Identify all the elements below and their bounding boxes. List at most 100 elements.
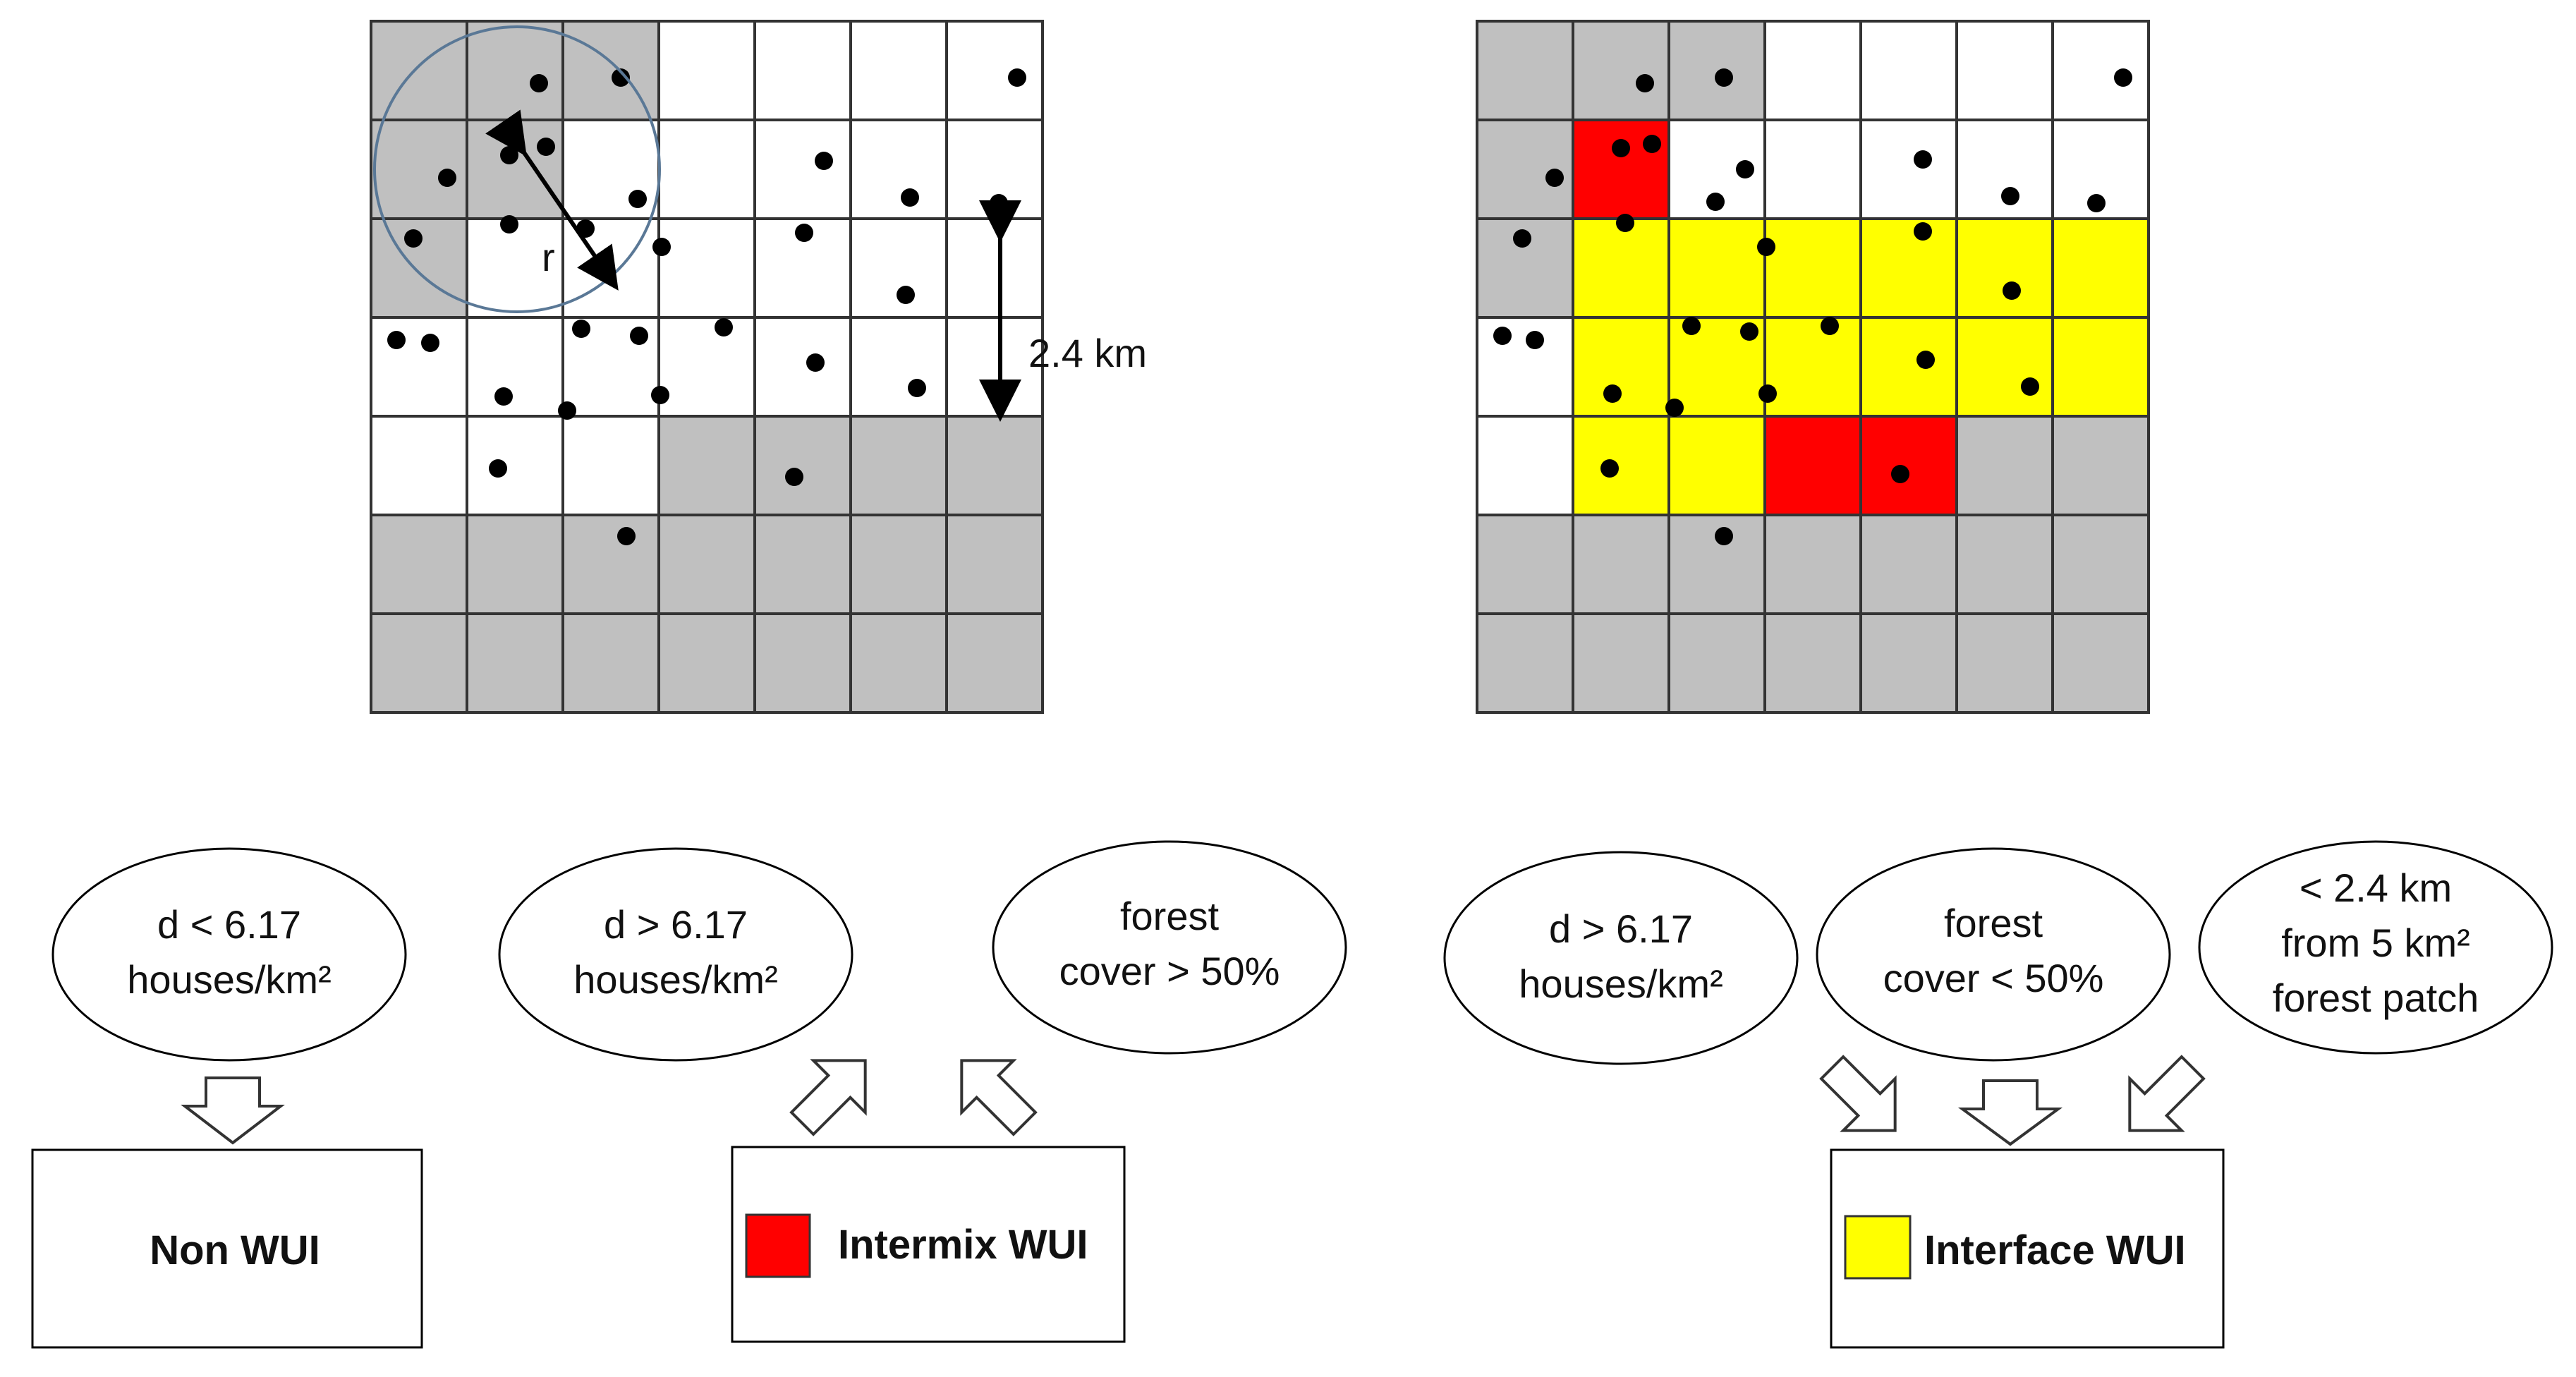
svg-text:cover < 50%: cover < 50% xyxy=(1883,956,2104,1000)
house-dot xyxy=(537,138,555,156)
grid-cell xyxy=(1476,316,1574,418)
house-dot xyxy=(572,320,590,338)
house-dot xyxy=(815,152,833,170)
house-dot xyxy=(2001,187,2019,205)
svg-text:houses/km²: houses/km² xyxy=(573,957,777,1002)
grid-cell xyxy=(1572,316,1670,418)
house-dot xyxy=(1616,214,1634,232)
svg-text:< 2.4 km: < 2.4 km xyxy=(2299,866,2452,910)
grid-cell xyxy=(2051,217,2150,319)
intermix-swatch xyxy=(745,1213,811,1278)
grid-cell xyxy=(1859,514,1958,615)
arrow-density-to-intermix xyxy=(789,1059,867,1136)
house-dot xyxy=(908,379,926,397)
house-dot xyxy=(990,194,1008,212)
grid-cell xyxy=(1572,514,1670,615)
grid-cell xyxy=(1763,316,1862,418)
house-dot xyxy=(1916,351,1935,369)
grid-cell xyxy=(2051,514,2150,615)
house-dot xyxy=(1643,135,1661,153)
house-dot xyxy=(1008,68,1026,87)
grid-cell xyxy=(945,514,1044,615)
house-dot xyxy=(785,468,803,486)
grid-cell xyxy=(945,217,1044,319)
grid-cell xyxy=(1667,514,1766,615)
svg-text:forest: forest xyxy=(1120,894,1219,938)
grid-cell xyxy=(1572,20,1670,121)
house-dot xyxy=(558,401,576,420)
result-box-non-wui: Non WUI xyxy=(31,1148,423,1349)
house-dot xyxy=(1757,238,1775,256)
house-dot xyxy=(2021,377,2039,396)
grid-cell xyxy=(849,316,948,418)
grid-cell xyxy=(1476,119,1574,220)
grid-cell xyxy=(1667,217,1766,319)
grid-cell xyxy=(657,20,756,121)
grid-cell xyxy=(1667,415,1766,516)
svg-text:d > 6.17: d > 6.17 xyxy=(604,902,748,947)
grid-cell xyxy=(1763,20,1862,121)
house-dot xyxy=(612,68,630,87)
house-dot xyxy=(494,387,513,406)
grid-cell xyxy=(2051,415,2150,516)
house-dot xyxy=(1706,193,1725,211)
criterion-ellipse-forest-under-50: forest cover < 50% xyxy=(1816,847,2171,1062)
grid-cell xyxy=(1955,612,2054,714)
grid-cell xyxy=(561,415,660,516)
house-dot xyxy=(387,331,406,349)
grid-cell xyxy=(561,20,660,121)
house-dot xyxy=(500,146,518,164)
house-dot xyxy=(628,190,647,208)
result-box-intermix-wui: Intermix WUI xyxy=(731,1146,1126,1343)
house-dot xyxy=(1636,74,1654,92)
grid-cell xyxy=(370,612,468,714)
grid-cell xyxy=(2051,316,2150,418)
grid-cell xyxy=(1859,20,1958,121)
grid-cell xyxy=(1572,217,1670,319)
house-dot xyxy=(715,318,733,336)
house-dot xyxy=(1736,160,1754,178)
house-dot xyxy=(1493,327,1512,345)
grid-cell xyxy=(657,217,756,319)
grid-cell xyxy=(466,415,564,516)
grid-cell xyxy=(1955,316,2054,418)
house-dot xyxy=(404,229,423,248)
svg-text:forest: forest xyxy=(1944,901,2043,945)
grid-cell xyxy=(370,20,468,121)
svg-text:d < 6.17: d < 6.17 xyxy=(157,902,301,947)
grid-cell xyxy=(1572,415,1670,516)
grid-cell xyxy=(561,514,660,615)
house-dot xyxy=(1665,399,1684,417)
house-dot xyxy=(1600,459,1619,478)
grid-cell xyxy=(466,119,564,220)
grid-cell xyxy=(657,415,756,516)
svg-text:from 5 km²: from 5 km² xyxy=(2281,921,2470,965)
neighborhood-radius-circle xyxy=(373,25,661,313)
grid-cell xyxy=(753,612,852,714)
house-dot xyxy=(1914,222,1932,241)
grid-cell xyxy=(945,20,1044,121)
house-dot xyxy=(1715,68,1733,87)
grid-cell xyxy=(1763,612,1862,714)
grid-cell xyxy=(466,612,564,714)
house-dot xyxy=(1821,317,1839,335)
grid-cell xyxy=(1667,20,1766,121)
house-dot xyxy=(1545,169,1564,187)
grid-cell xyxy=(370,514,468,615)
house-dot xyxy=(1740,322,1758,341)
interface-swatch xyxy=(1844,1215,1912,1280)
grid-cell xyxy=(370,316,468,418)
grid-cell xyxy=(1859,612,1958,714)
grid-cell xyxy=(370,119,468,220)
house-dot xyxy=(806,353,825,372)
grid-cell xyxy=(1955,217,2054,319)
grid-cell xyxy=(2051,20,2150,121)
grid-cell xyxy=(849,514,948,615)
grid-cell xyxy=(657,316,756,418)
grid-cell xyxy=(1859,119,1958,220)
grid-cell xyxy=(1763,514,1862,615)
grid-cell xyxy=(1859,415,1958,516)
grid-cell xyxy=(561,612,660,714)
grid-cell xyxy=(1763,217,1862,319)
grid-cell xyxy=(1955,415,2054,516)
